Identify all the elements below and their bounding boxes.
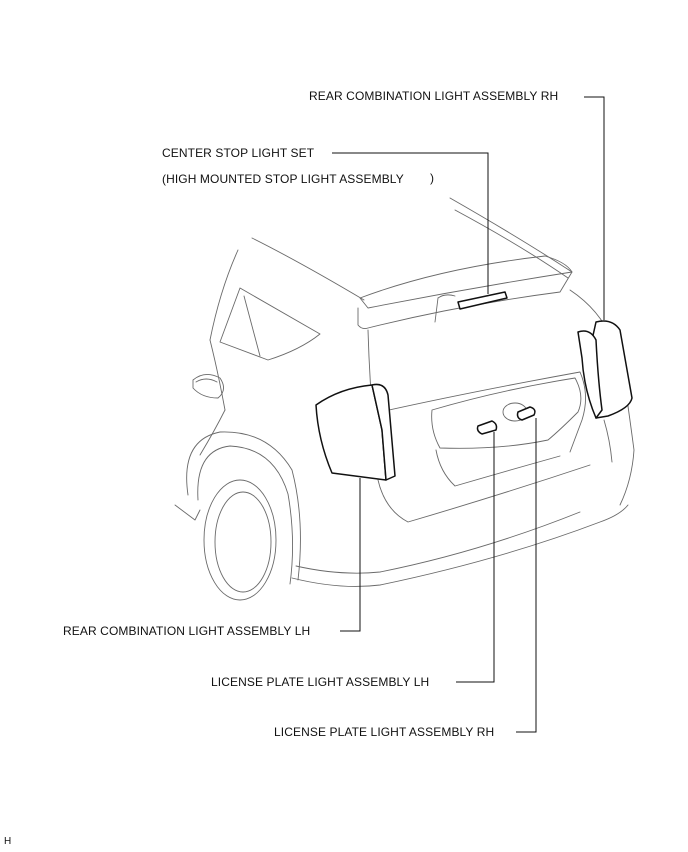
leader-lines — [332, 96, 605, 733]
vehicle-body-outline — [174, 197, 635, 601]
leader-license-rh — [516, 418, 537, 733]
label-high-mounted-stop-light-close: ) — [430, 171, 435, 185]
label-high-mounted-stop-light: (HIGH MOUNTED STOP LIGHT ASSEMBLY — [162, 172, 404, 186]
license-plate-light-rh — [516, 406, 536, 421]
corner-mark: H — [4, 836, 12, 847]
leader-rear-rh — [584, 96, 605, 320]
rear-combination-light-rh — [577, 320, 633, 419]
license-plate-light-lh — [476, 420, 498, 435]
center-stop-light — [434, 291, 508, 323]
leader-center-stop — [332, 152, 489, 294]
leader-rear-lh — [340, 478, 361, 632]
label-center-stop-light-set: CENTER STOP LIGHT SET — [162, 146, 315, 160]
label-license-plate-light-rh: LICENSE PLATE LIGHT ASSEMBLY RH — [274, 725, 495, 739]
label-rear-combination-light-lh: REAR COMBINATION LIGHT ASSEMBLY LH — [63, 624, 311, 638]
rear-combination-light-lh — [315, 383, 396, 481]
label-rear-combination-light-rh: REAR COMBINATION LIGHT ASSEMBLY RH — [309, 89, 559, 103]
label-license-plate-light-lh: LICENSE PLATE LIGHT ASSEMBLY LH — [211, 675, 430, 689]
leader-license-lh — [456, 432, 495, 683]
